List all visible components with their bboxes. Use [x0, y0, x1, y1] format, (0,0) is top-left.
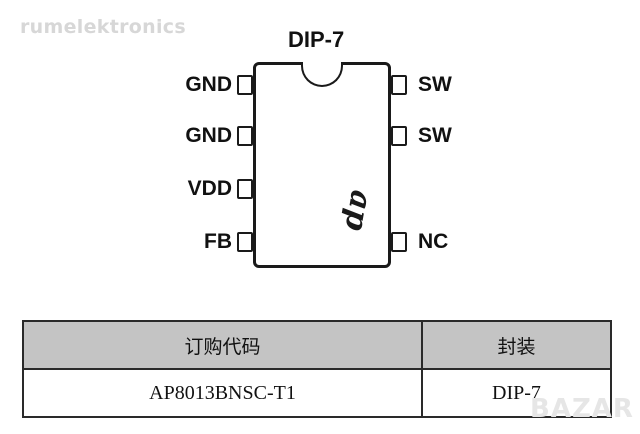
pin-left-4 [237, 232, 253, 252]
table-header-row: 订购代码 封装 [22, 320, 612, 370]
cell-order-code: AP8013BNSC-T1 [22, 368, 423, 418]
pin-right-2 [391, 126, 407, 146]
pin-left-2 [237, 126, 253, 146]
table-row: AP8013BNSC-T1 DIP-7 [22, 368, 612, 418]
corner-watermark: BAZAR [530, 394, 634, 424]
pin1-notch [301, 62, 343, 87]
pin-right-3 [391, 232, 407, 252]
pin-label-gnd-1: GND [185, 73, 232, 96]
pin-label-sw-2: SW [418, 124, 452, 147]
ic-package-body: ap [253, 62, 391, 268]
pin-left-1 [237, 75, 253, 95]
pin-label-sw-1: SW [418, 73, 452, 96]
watermark-text: rumelektronics [20, 16, 186, 38]
pin-left-3 [237, 179, 253, 199]
pin-label-gnd-2: GND [185, 124, 232, 147]
cell-package: DIP-7 [421, 368, 612, 418]
ordering-table: 订购代码 封装 AP8013BNSC-T1 DIP-7 [22, 320, 612, 418]
pin-right-1 [391, 75, 407, 95]
pin-label-nc: NC [418, 230, 449, 253]
package-title: DIP-7 [288, 27, 345, 52]
header-order-code: 订购代码 [22, 320, 423, 370]
manufacturer-logo: ap [337, 187, 379, 234]
pin-label-fb: FB [204, 230, 232, 253]
header-package: 封装 [421, 320, 612, 370]
pin-label-vdd: VDD [187, 177, 232, 200]
